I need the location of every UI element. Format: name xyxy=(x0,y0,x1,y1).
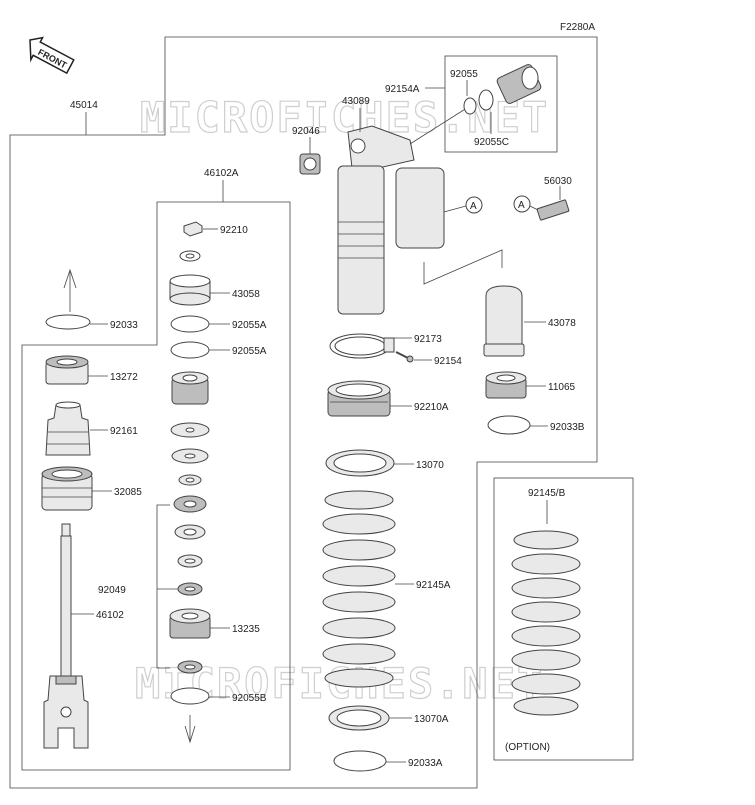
front-arrow-icon: FRONT xyxy=(29,36,75,75)
label-13070: 13070 xyxy=(416,460,444,471)
part-43078 xyxy=(483,285,525,357)
part-disc-1 xyxy=(170,422,210,438)
label-92055c: 92055C xyxy=(474,137,509,148)
label-92154a: 92154A xyxy=(385,84,420,95)
label-92049: 92049 xyxy=(98,585,126,596)
part-92161 xyxy=(45,401,91,456)
frame-option xyxy=(493,477,634,761)
label-92161: 92161 xyxy=(110,426,138,437)
part-11065 xyxy=(485,371,527,399)
part-13235 xyxy=(169,608,211,639)
part-92049 xyxy=(177,582,203,596)
label-92145b: 92145/B xyxy=(528,488,566,499)
part-92033a xyxy=(333,750,387,772)
option-label: (OPTION) xyxy=(505,742,550,753)
label-45014: 45014 xyxy=(70,100,98,111)
part-92154 xyxy=(395,351,414,363)
bracket-43078 xyxy=(423,249,503,285)
label-32085: 32085 xyxy=(114,487,142,498)
label-13272: 13272 xyxy=(110,372,138,383)
label-92046: 92046 xyxy=(292,126,320,137)
figure-code: F2280A xyxy=(560,22,595,33)
label-13070a: 13070A xyxy=(414,714,449,725)
label-92145a: 92145A xyxy=(416,580,451,591)
part-43058 xyxy=(169,274,211,306)
callout-a-left-text: A xyxy=(470,201,477,212)
label-92055a-1: 92055A xyxy=(232,320,267,331)
label-92210a: 92210A xyxy=(414,402,449,413)
label-56030: 56030 xyxy=(544,176,572,187)
callout-a-right-text: A xyxy=(518,200,525,211)
label-92033a: 92033A xyxy=(408,758,443,769)
part-92173 xyxy=(329,333,395,359)
callout-a-left xyxy=(465,196,483,214)
label-92055b: 92055B xyxy=(232,693,267,704)
part-92145a xyxy=(322,490,396,688)
label-43058: 43058 xyxy=(232,289,260,300)
part-92055c xyxy=(478,89,494,111)
part-92055b xyxy=(170,687,210,705)
label-92154: 92154 xyxy=(434,356,462,367)
part-13272 xyxy=(45,355,89,385)
callout-a-right xyxy=(513,195,531,213)
part-disc-6 xyxy=(177,554,203,568)
part-56030 xyxy=(536,199,570,221)
part-92055 xyxy=(463,97,477,115)
part-92210a xyxy=(327,380,391,417)
label-92173: 92173 xyxy=(414,334,442,345)
label-43078: 43078 xyxy=(548,318,576,329)
part-disc-2 xyxy=(171,448,209,464)
part-92210 xyxy=(183,221,203,237)
part-92145b xyxy=(511,530,581,716)
label-92210: 92210 xyxy=(220,225,248,236)
label-43089: 43089 xyxy=(342,96,370,107)
label-92055: 92055 xyxy=(450,69,478,80)
label-11065: 11065 xyxy=(548,382,576,393)
part-disc-7 xyxy=(177,660,203,674)
part-92033b xyxy=(487,415,531,435)
part-disc-4 xyxy=(173,495,207,513)
part-seal-head xyxy=(171,371,209,405)
part-92046 xyxy=(299,153,321,175)
part-92055a-2 xyxy=(170,341,210,359)
part-adjuster xyxy=(496,64,542,104)
part-disc-3 xyxy=(178,474,202,486)
label-92033: 92033 xyxy=(110,320,138,331)
label-92033b: 92033B xyxy=(550,422,585,433)
frame-92154a xyxy=(444,55,558,153)
bracket-92049 xyxy=(156,504,170,669)
label-46102: 46102 xyxy=(96,610,124,621)
label-92055a-2: 92055A xyxy=(232,346,267,357)
part-43089 xyxy=(337,125,445,315)
part-32085 xyxy=(41,466,93,511)
label-13235: 13235 xyxy=(232,624,260,635)
part-92033 xyxy=(45,314,91,330)
part-disc-5 xyxy=(174,524,206,540)
part-92055a-1 xyxy=(170,315,210,333)
frame-46102a xyxy=(21,201,291,771)
label-46102a: 46102A xyxy=(204,168,239,179)
part-46102 xyxy=(43,523,89,749)
frame-45014 xyxy=(9,36,598,789)
